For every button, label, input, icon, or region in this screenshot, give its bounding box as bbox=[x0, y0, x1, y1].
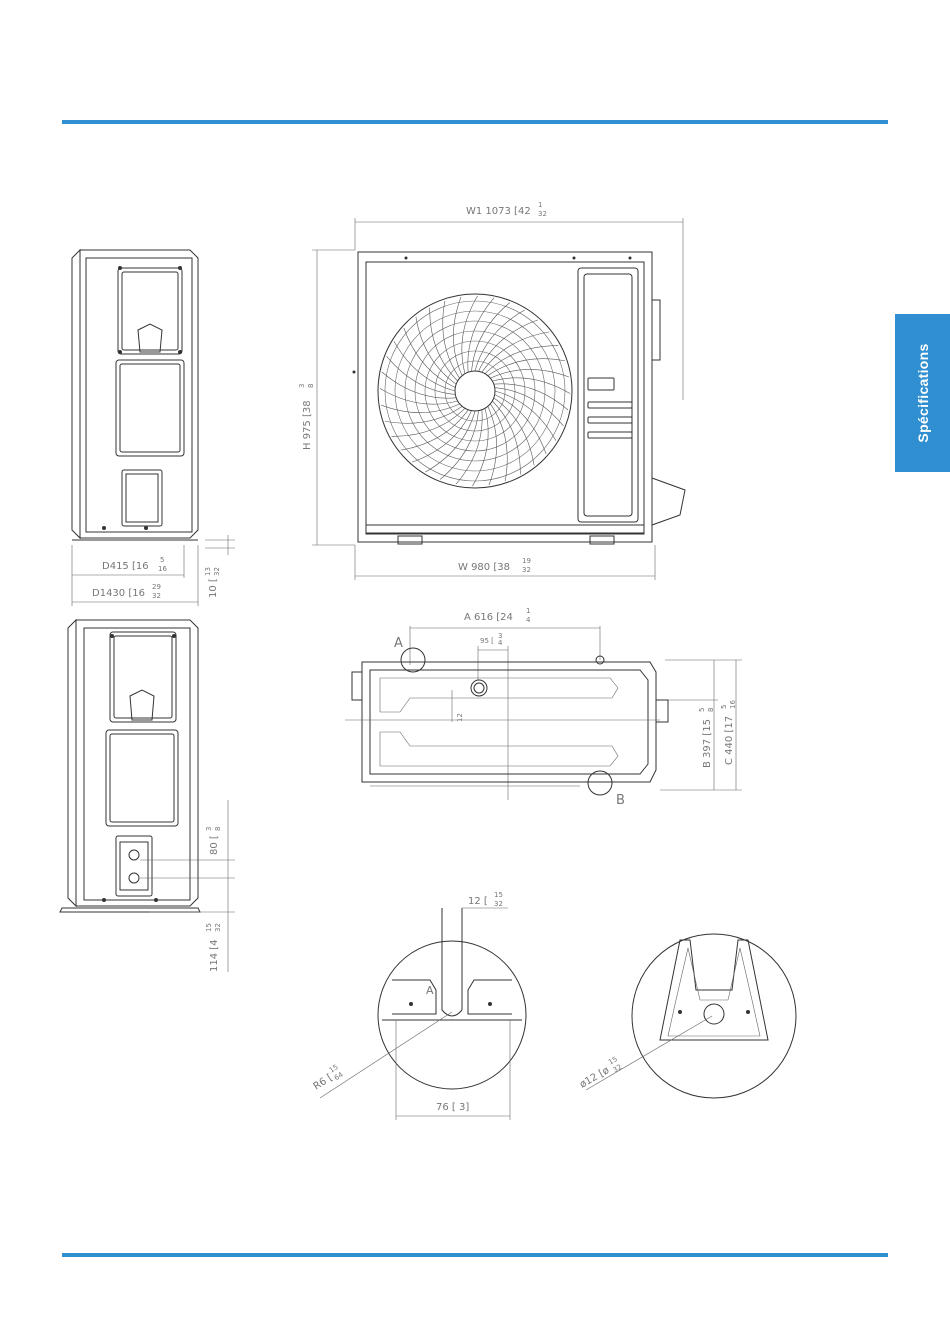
dim-c-den: 16 bbox=[729, 700, 737, 709]
dim-d: D415 [16 bbox=[102, 561, 149, 572]
dim-h: H 975 [38 bbox=[302, 400, 313, 450]
dim-foot-den: 32 bbox=[213, 567, 221, 576]
dim-b-num: 5 bbox=[698, 708, 706, 712]
dim-w1: W1 1073 [42 bbox=[466, 206, 531, 217]
detail-a-view bbox=[378, 908, 526, 1089]
dim-95-den: 4 bbox=[498, 639, 503, 647]
dim-slot-12: 12 [ bbox=[468, 896, 488, 907]
dim-d1-den: 32 bbox=[152, 592, 161, 600]
dim-pipe-114-num: 15 bbox=[205, 923, 213, 932]
fan-grille-icon bbox=[378, 294, 572, 488]
dim-a: A 616 [24 bbox=[464, 612, 513, 623]
dim-d1: D1430 [16 bbox=[92, 588, 145, 599]
dim-slot-12-num: 15 bbox=[494, 891, 503, 899]
rear-view-unit bbox=[60, 620, 200, 912]
dim-b-den: 8 bbox=[707, 708, 715, 712]
label-a: A bbox=[394, 636, 403, 651]
dim-pipe-80-den: 8 bbox=[214, 827, 222, 831]
dim-c-num: 5 bbox=[720, 705, 728, 709]
dim-pipe-80: 80 [ bbox=[209, 835, 220, 855]
side-view-unit bbox=[72, 250, 198, 540]
front-view-unit bbox=[353, 252, 686, 544]
dim-pipe-80-num: 3 bbox=[205, 827, 213, 831]
dim-a-den: 4 bbox=[526, 616, 531, 624]
dim-slot-12-den: 32 bbox=[494, 900, 503, 908]
dim-inner-small: 12 bbox=[456, 713, 464, 722]
dim-r6: R6 [ bbox=[312, 1072, 335, 1092]
dim-w1-den: 32 bbox=[538, 210, 547, 218]
dim-a-num: 1 bbox=[526, 607, 530, 615]
dim-h-den: 8 bbox=[307, 384, 315, 388]
dim-foot: 10 [ bbox=[208, 578, 219, 598]
dim-w1-num: 1 bbox=[538, 201, 542, 209]
dim-d-num: 5 bbox=[160, 556, 164, 564]
label-a-detail: A bbox=[426, 984, 434, 997]
dim-foot-num: 13 bbox=[204, 567, 212, 576]
label-b: B bbox=[616, 793, 625, 808]
dim-h-num: 3 bbox=[298, 384, 306, 388]
detail-b-view bbox=[632, 934, 796, 1098]
dim-w-num: 19 bbox=[522, 557, 531, 565]
top-view-unit bbox=[345, 648, 668, 795]
dim-w: W 980 [38 bbox=[458, 562, 510, 573]
dim-95: 95 [ bbox=[480, 637, 494, 645]
dim-w-den: 32 bbox=[522, 566, 531, 574]
dim-c: C 440 [17 bbox=[724, 716, 735, 765]
dim-d-den: 16 bbox=[158, 565, 167, 573]
dim-d1-num: 29 bbox=[152, 583, 161, 591]
dim-pipe-114: 114 [4 bbox=[209, 939, 220, 972]
dim-w76: 76 [ 3] bbox=[436, 1102, 469, 1113]
dim-b: B 397 [15 bbox=[702, 719, 713, 768]
dim-pipe-114-den: 32 bbox=[214, 923, 222, 932]
